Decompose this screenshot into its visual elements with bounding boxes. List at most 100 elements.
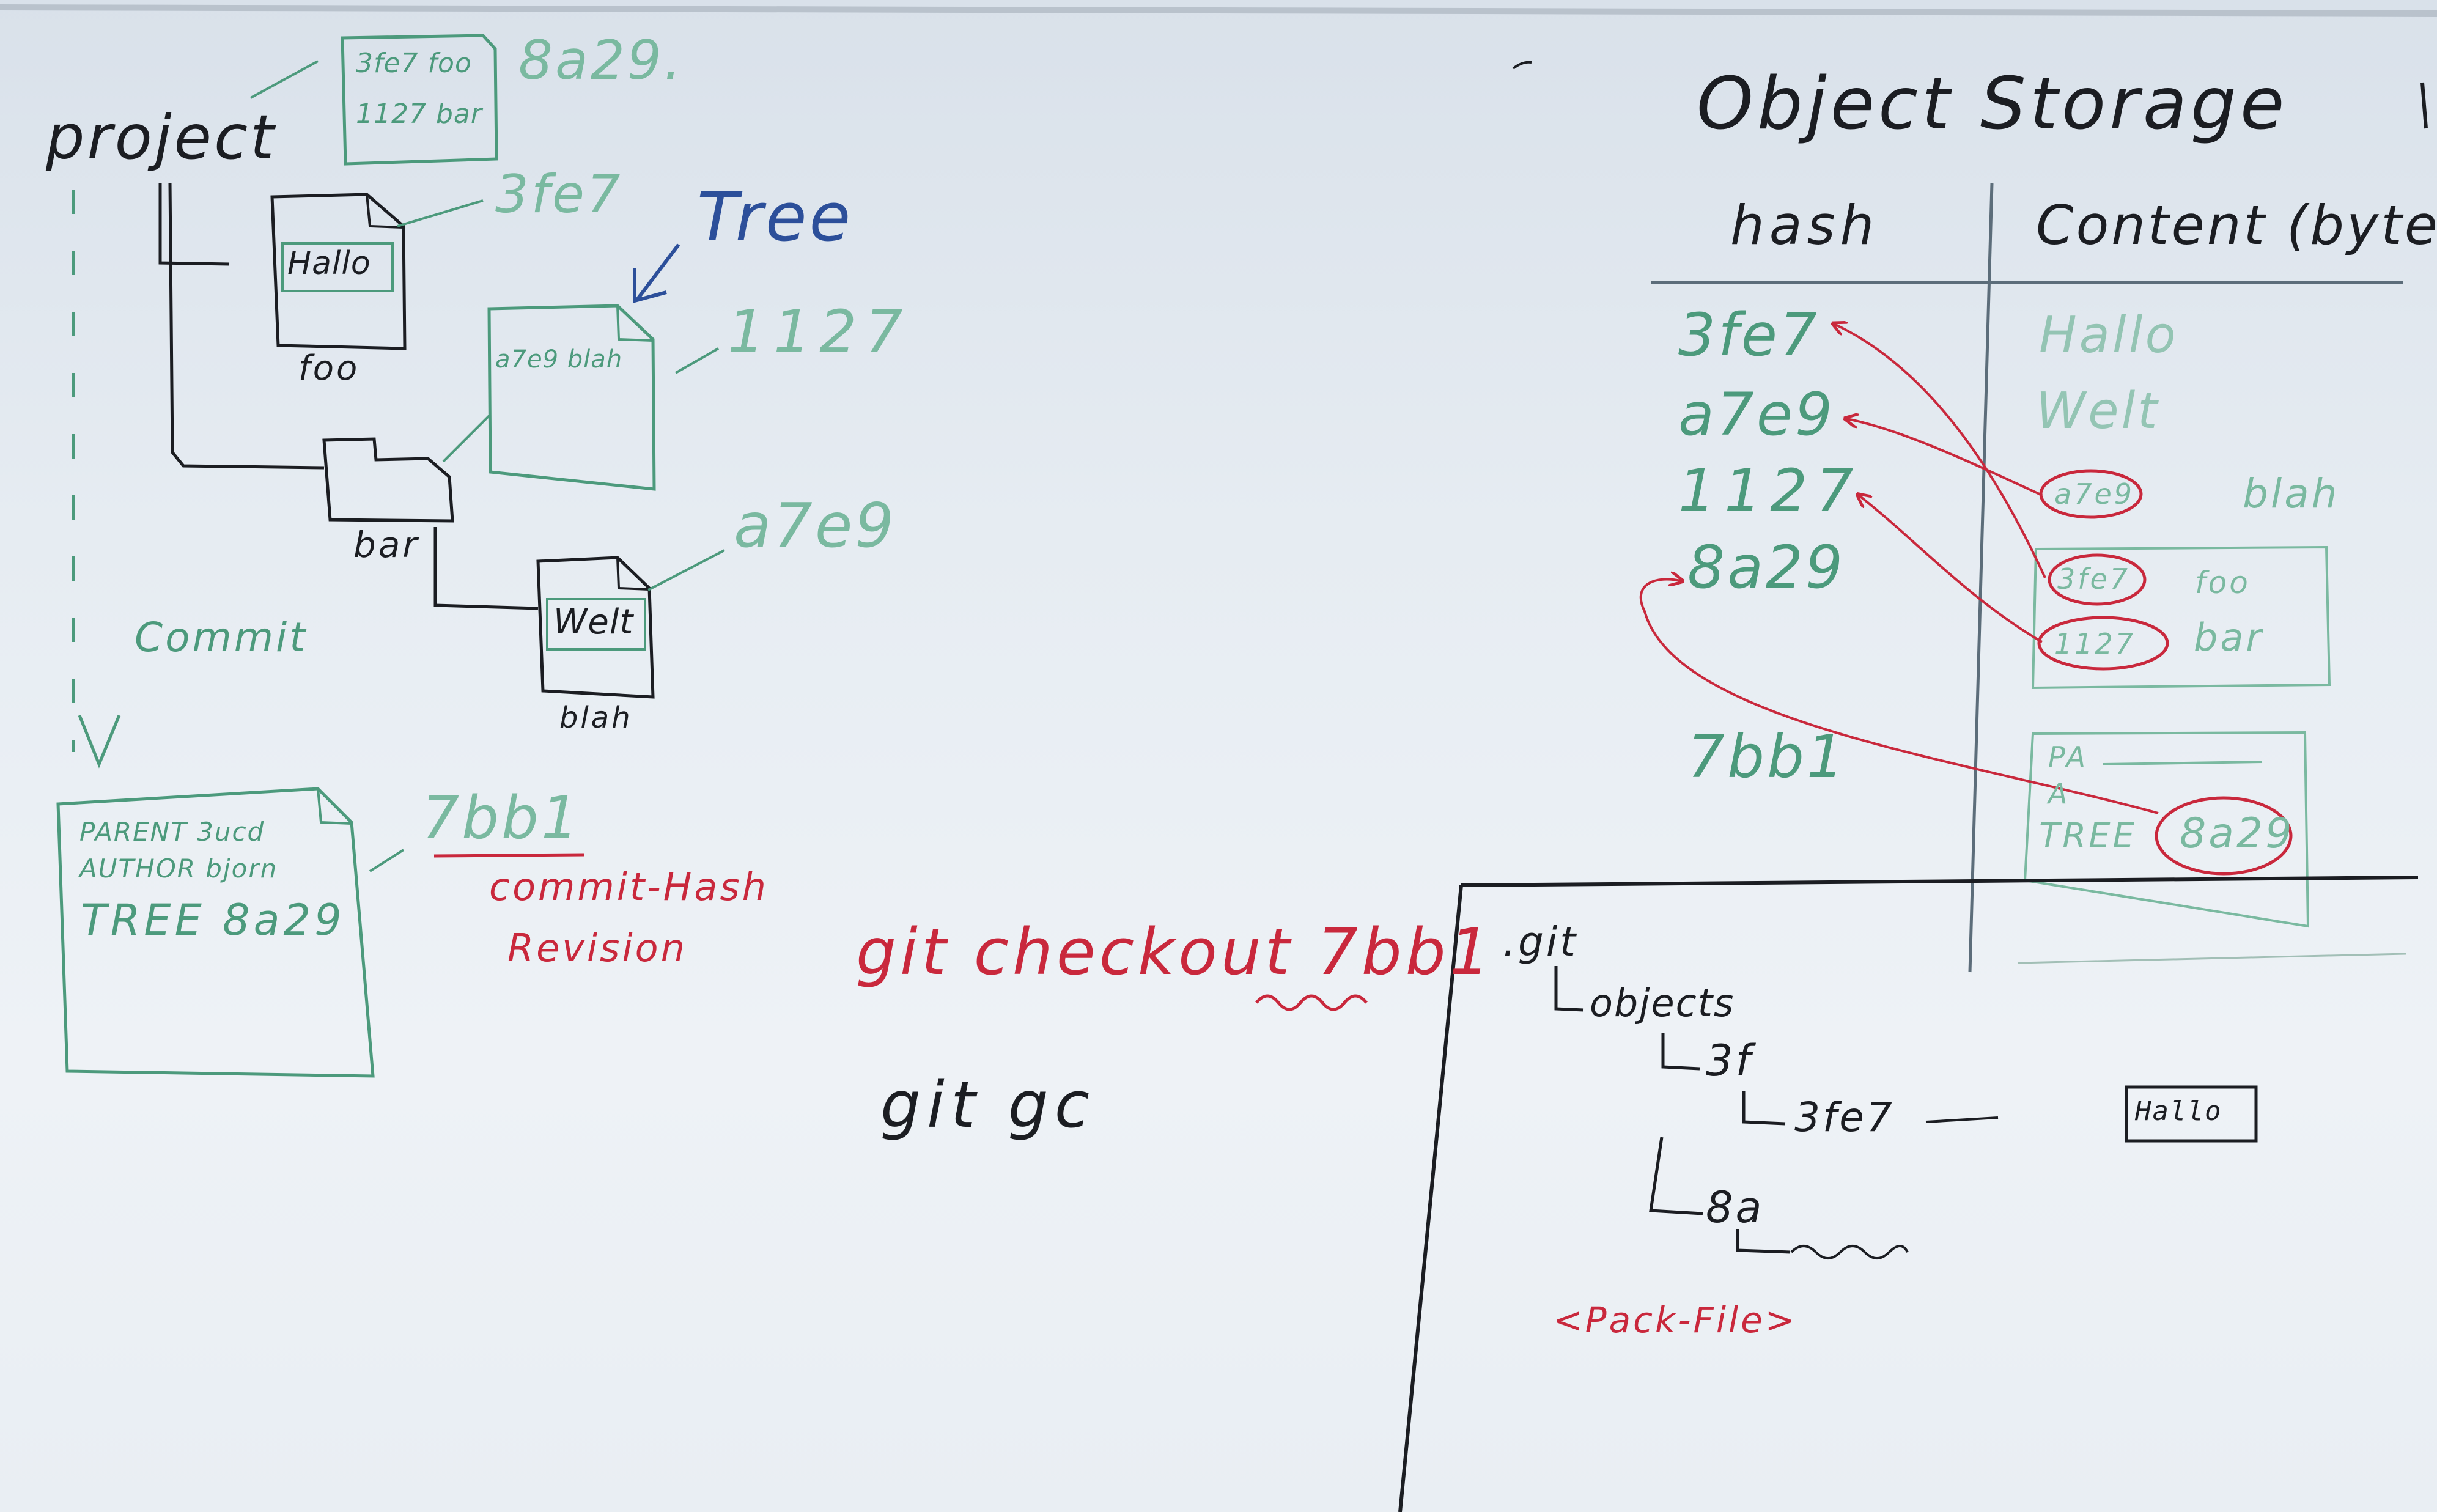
git-checkout-command: git checkout 7bb1: [856, 915, 1494, 989]
arrow-1127-ref: [1859, 495, 2043, 643]
sub-tree-hash: 1127: [728, 298, 912, 366]
storage-ref-name: bar: [2194, 615, 2264, 660]
git-tree-file2-branch: [1736, 1229, 1791, 1254]
storage-row-hash: 7bb1: [1687, 723, 1847, 791]
commit-hash-line: [369, 849, 405, 872]
bar-to-tree-line: [442, 415, 490, 463]
git-gc-command: git gc: [880, 1068, 1096, 1142]
foo-file-hash: 3fe7: [495, 164, 623, 225]
storage-ref-name: foo: [2195, 565, 2251, 600]
storage-row-content: Welt: [2036, 382, 2160, 440]
storage-col-content: Content (byte[]): [2036, 194, 2437, 257]
storage-ref-hash: 1127: [2054, 627, 2136, 660]
storage-ref-hash: 3fe7: [2057, 562, 2131, 596]
commit-hash-caption: commit-Hash: [489, 865, 769, 909]
git-file1-dash: [1925, 1116, 1999, 1123]
storage-bottom-line: [2017, 953, 2406, 964]
top-tree-row-1: 3fe7 foo: [356, 48, 472, 79]
bar-to-blah-line: [433, 527, 539, 610]
commit-row-tree: TREE 8a29: [81, 895, 345, 945]
board-stray-mark: [1512, 61, 1532, 70]
git-file2-scribble: [1790, 1245, 1909, 1259]
git-pack-file-label: <Pack-File>: [1553, 1299, 1797, 1341]
blah-file-name: blah: [559, 701, 633, 735]
commit-7bb1-box: [2023, 731, 2310, 928]
top-tree-hash: 8a29.: [518, 29, 684, 92]
storage-commit-row: TREE: [2039, 816, 2137, 856]
git-file1-content-box: [2125, 1085, 2258, 1143]
foo-hash-line: [397, 199, 484, 227]
git-panel-left-border: [1398, 885, 1463, 1512]
commit-row-author: AUTHOR bjorn: [79, 854, 278, 883]
blah-file-text: Welt: [553, 602, 634, 642]
storage-commit-row: A: [2048, 777, 2070, 810]
git-tree-objects-branch: [1554, 966, 1584, 1012]
foo-file-name: foo: [298, 348, 360, 388]
blah-file-icon: [536, 556, 655, 699]
commit-7bb1-row-line: [2103, 761, 2263, 765]
storage-ref-hash: a7e9: [2054, 478, 2135, 511]
bar-folder-icon: [322, 437, 454, 523]
ellipse-3fe7: [2048, 553, 2147, 606]
commit-hash: 7bb1: [422, 784, 581, 852]
storage-column-divider: [1968, 183, 1994, 973]
storage-row-hash: 3fe7: [1678, 301, 1820, 369]
storage-tree-ref: 8a29: [2180, 809, 2295, 858]
object-storage-title: Object Storage: [1697, 61, 2288, 146]
storage-row-hash: a7e9: [1678, 380, 1835, 449]
git-dir-subdir: 8a: [1706, 1182, 1764, 1233]
ellipse-1127: [2037, 616, 2169, 671]
board-frame-top: [0, 4, 2437, 17]
storage-commit-row: PA: [2048, 740, 2088, 773]
storage-row-content: Hallo: [2039, 306, 2178, 364]
tree-label: Tree: [697, 178, 854, 256]
git-tree-file1-branch: [1742, 1091, 1786, 1126]
checkout-squiggle: [1255, 994, 1368, 1011]
commit-box-fold: [317, 788, 352, 825]
ellipse-8a29: [2155, 796, 2293, 876]
bar-folder-name: bar: [353, 524, 420, 566]
git-dir-root: .git: [1503, 918, 1579, 965]
tree-8a29-box: [2031, 545, 2331, 690]
blah-file-content-box: [546, 598, 646, 651]
tree-arrow: [635, 243, 680, 301]
git-dir-subdir: 3f: [1706, 1036, 1753, 1086]
storage-row-hash: 8a29: [1687, 533, 1846, 602]
foo-file-icon: [270, 193, 407, 350]
sub-tree-box: [487, 304, 656, 491]
commit-row-parent: PARENT 3ucd: [79, 817, 265, 847]
right-edge-mark: [2420, 82, 2428, 129]
git-dir-file: 3fe7: [1794, 1094, 1895, 1141]
arrow-3fe7-ref: [1834, 324, 2046, 578]
revision-label: Revision: [507, 926, 687, 970]
storage-ref-name: blah: [2243, 470, 2340, 517]
git-dir-objects: objects: [1590, 981, 1735, 1025]
top-tree-row-2: 1127 bar: [356, 98, 482, 130]
arrow-a7e9-ref: [1846, 419, 2043, 496]
project-to-foo-line: [158, 183, 230, 266]
sub-tree-fold: [616, 305, 654, 342]
top-tree-box: [341, 34, 498, 166]
git-file-content: Hallo: [2135, 1096, 2222, 1127]
foo-file-text: Hallo: [287, 245, 371, 282]
git-tree-dir1-branch: [1661, 1033, 1700, 1071]
blah-file-hash: a7e9: [734, 490, 897, 561]
sub-tree-row: a7e9 blah: [495, 345, 623, 374]
project-to-bar-line: [168, 183, 325, 470]
sub-tree-hash-line: [675, 347, 719, 374]
foo-file-content-box: [281, 242, 394, 292]
foo-file-fold: [366, 194, 404, 229]
blah-file-fold: [616, 557, 650, 591]
storage-row-hash: 1127: [1678, 457, 1862, 525]
blah-hash-line: [647, 549, 725, 591]
git-tree-dir2-branch: [1649, 1137, 1703, 1215]
commit-arrowhead: [78, 715, 121, 769]
project-to-tree-line: [250, 60, 319, 99]
commit-label: Commit: [135, 614, 308, 661]
commit-box: [56, 787, 375, 1078]
project-label: project: [46, 101, 277, 173]
arrow-8a29-ref: [1639, 579, 2159, 814]
storage-col-hash: hash: [1730, 194, 1879, 257]
